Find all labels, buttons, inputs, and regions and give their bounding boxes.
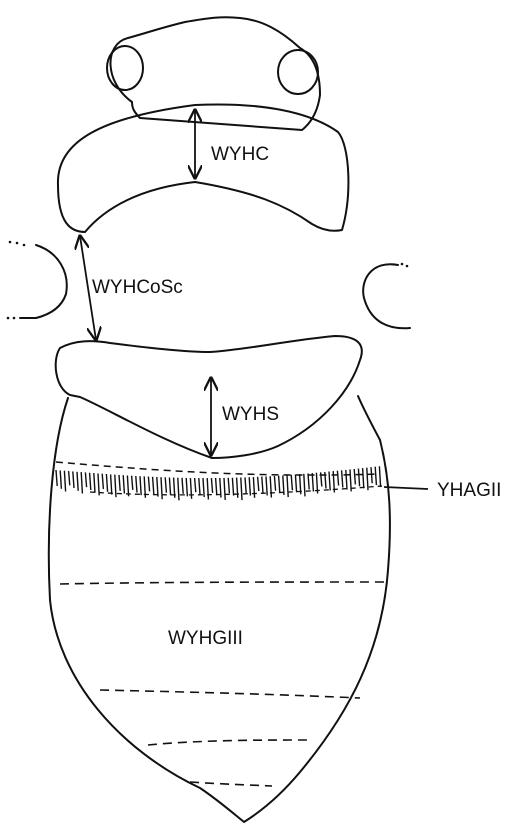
hair-stroke	[375, 467, 376, 485]
hair-stroke	[64, 471, 65, 492]
hair-stroke	[178, 478, 179, 501]
hair-stroke	[165, 477, 166, 492]
hair-stroke	[358, 469, 359, 487]
hair-stroke	[153, 477, 154, 494]
hair-stroke	[106, 474, 107, 492]
hair-stroke	[157, 477, 158, 497]
hair-stroke	[127, 476, 128, 497]
hair-stroke	[90, 473, 91, 490]
hair-stroke	[85, 472, 86, 487]
hair-stroke	[199, 478, 200, 495]
hair-stroke	[216, 478, 217, 495]
right-eye	[278, 50, 318, 94]
hair-stroke	[287, 475, 288, 497]
hair-stroke	[140, 476, 141, 495]
hair-stroke	[228, 478, 229, 493]
hair-stroke	[123, 475, 124, 493]
hair-stroke	[190, 478, 191, 499]
hair-stroke	[207, 478, 208, 499]
hair-stroke	[253, 477, 254, 498]
hair-stroke	[148, 477, 149, 492]
hair-stroke	[241, 478, 242, 501]
hair-stroke	[186, 478, 187, 496]
hair-stroke	[329, 472, 330, 491]
hair-stroke	[77, 472, 78, 491]
hair-stroke	[274, 476, 275, 491]
left-eye	[107, 46, 143, 90]
hair-stroke	[279, 476, 280, 493]
label-wyhs: WYHS	[222, 404, 279, 425]
hair-stroke	[337, 471, 338, 486]
hair-stroke	[295, 475, 296, 493]
hair-band	[56, 466, 381, 500]
hair-stroke	[270, 476, 271, 497]
hair-stroke	[182, 478, 183, 494]
hair-stroke	[81, 472, 82, 493]
lower-crescent-sclerite	[56, 336, 362, 458]
hair-stroke	[56, 470, 57, 486]
hair-stroke	[111, 474, 112, 494]
hair-stroke	[245, 477, 246, 493]
segment-line-3	[148, 740, 310, 745]
hair-stroke	[119, 475, 120, 491]
hair-stroke	[203, 478, 204, 497]
left-wing-base	[20, 245, 67, 318]
hair-stroke	[102, 474, 103, 489]
segment-line-1	[60, 582, 385, 584]
label-wyhcosc: WYHCoSc	[92, 277, 183, 298]
label-yhagii: YHAGII	[437, 480, 501, 501]
hair-stroke	[262, 477, 263, 494]
hair-stroke	[342, 470, 343, 487]
hair-stroke	[379, 466, 380, 487]
hair-stroke	[169, 478, 170, 496]
hair-stroke	[291, 475, 292, 490]
hair-stroke	[312, 473, 313, 491]
label-wyhgiii: WYHGIII	[168, 628, 243, 649]
hair-stroke	[94, 473, 95, 493]
segment-line-4	[190, 782, 272, 786]
hair-stroke	[354, 469, 355, 484]
hair-band-lower-dashed	[90, 486, 382, 495]
hair-stroke	[132, 476, 133, 490]
label-wyhc: WYHC	[211, 144, 269, 165]
hair-stroke	[304, 474, 305, 497]
hair-stroke	[249, 477, 250, 495]
hair-stroke	[266, 476, 267, 495]
hair-stroke	[136, 476, 137, 493]
hair-stroke	[195, 478, 196, 492]
hair-stroke	[363, 468, 364, 488]
hair-stroke	[232, 478, 233, 496]
hair-stroke	[371, 467, 372, 483]
segment-line-2	[100, 690, 360, 698]
hair-stroke	[224, 478, 225, 500]
hair-stroke	[237, 478, 238, 498]
hair-stroke	[69, 471, 70, 485]
hair-stroke	[161, 477, 162, 499]
hair-stroke	[73, 471, 74, 488]
yhagii-leader	[384, 487, 428, 489]
hair-stroke	[367, 468, 368, 491]
hair-band-upper-dashed	[56, 462, 380, 475]
hair-stroke	[60, 470, 61, 488]
right-wing-base	[363, 264, 410, 328]
hair-stroke	[258, 477, 259, 491]
hair-stroke	[346, 470, 347, 490]
hair-stroke	[211, 478, 212, 493]
hair-stroke	[115, 475, 116, 498]
abdomen-outline	[49, 396, 390, 822]
